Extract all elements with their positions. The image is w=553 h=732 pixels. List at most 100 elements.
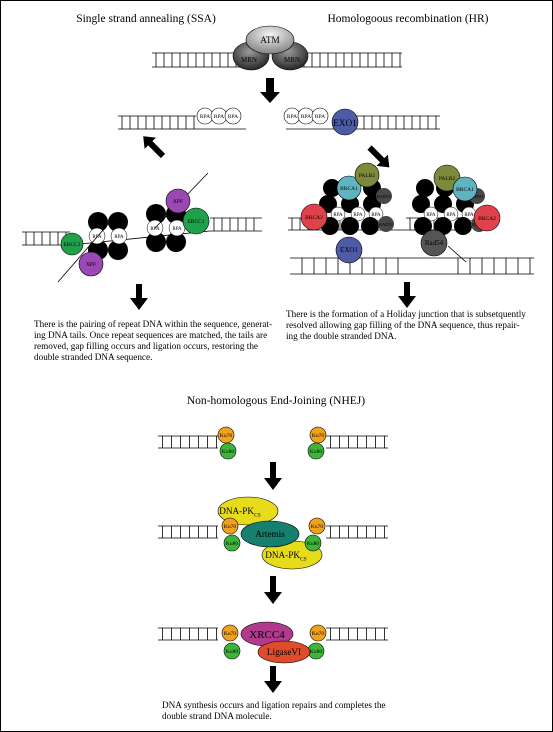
arrow-to-hr bbox=[367, 145, 390, 168]
mrn-label-right: MRN bbox=[284, 56, 300, 64]
rad52-label: RAD52 bbox=[415, 225, 431, 230]
rad52-label: RAD52 bbox=[457, 203, 473, 208]
rpa-label: RPA bbox=[287, 114, 297, 120]
ssa-caption-line: ing DNA tails. Once repeat sequences are… bbox=[34, 330, 267, 340]
ku80-label: Ku80 bbox=[226, 649, 238, 655]
rpa-coated-strand-left: RPA RPA RPA bbox=[196, 107, 242, 125]
rpa-label: RPA bbox=[92, 235, 102, 240]
exo1-nuclease bbox=[331, 108, 359, 136]
ercc1-label: ERCC1 bbox=[187, 219, 204, 225]
ku-heterodimer-right-1: Ku70 Ku80 bbox=[307, 426, 327, 460]
ku70-label: Ku70 bbox=[224, 631, 236, 637]
mrn-label-left: MRN bbox=[241, 56, 257, 64]
rad51-protein bbox=[376, 188, 392, 204]
rpa-protein bbox=[311, 107, 329, 125]
rad52-protein bbox=[166, 232, 186, 252]
rad51-protein bbox=[378, 216, 394, 232]
ku70-label: Ku70 bbox=[220, 433, 232, 439]
rpa-protein bbox=[443, 206, 459, 222]
arrow-down-hr bbox=[398, 282, 416, 308]
ssa-caption-line: There is the pairing of repeat DNA withi… bbox=[34, 319, 272, 329]
ssa-heading: Single strand annealing (SSA) bbox=[76, 13, 216, 25]
palb2-label: PALB2 bbox=[439, 176, 456, 182]
rad52-protein bbox=[88, 212, 108, 232]
dna-pkcs-top bbox=[217, 496, 279, 526]
xpf-label: XPF bbox=[86, 262, 96, 268]
ercc1-protein-right bbox=[182, 207, 210, 235]
nhej-caption: DNA synthesis occurs and ligation repair… bbox=[162, 700, 386, 721]
dna-pkcs-label: DNA-PKCS bbox=[219, 506, 260, 519]
rad52-protein bbox=[454, 217, 472, 235]
ku70-label: Ku70 bbox=[224, 524, 236, 530]
dna-pkcs-name: DNA-PK bbox=[265, 550, 300, 560]
ercc1-label: ERCC1 bbox=[63, 242, 80, 248]
rad52-label: RAD52 bbox=[364, 203, 380, 208]
arrow-down-ssa bbox=[130, 284, 148, 310]
rad52-protein bbox=[146, 232, 166, 252]
dna-pkcs-subscript: CS bbox=[254, 513, 261, 519]
dna-pkcs-subscript: CS bbox=[300, 557, 307, 563]
rpa-protein bbox=[330, 206, 346, 222]
ssa-caption-line: double stranded DNA sequence. bbox=[34, 352, 152, 362]
ku80-label: Ku80 bbox=[310, 449, 322, 455]
palb2-protein-left bbox=[354, 162, 380, 188]
rad52-protein bbox=[414, 217, 432, 235]
rad52-protein bbox=[412, 195, 430, 213]
rad52-label: RAD52 bbox=[90, 249, 106, 254]
rad52-protein bbox=[341, 217, 359, 235]
brca1-protein-left bbox=[336, 175, 362, 201]
rad52-rpa-clusters: RAD52RAD52RAD52RAD52RPARPARAD52RAD52RAD5… bbox=[88, 204, 186, 260]
rpa-label: RPA bbox=[315, 114, 325, 120]
strand-invasion-line bbox=[447, 245, 467, 263]
ku-heterodimer-right-2: Ku70 Ku80 bbox=[304, 517, 326, 552]
rad52-label: RAD52 bbox=[322, 225, 338, 230]
ku-heterodimer-right-3: Ku70 Ku80 bbox=[307, 624, 327, 660]
hr-caption: There is the formation of a Holiday junc… bbox=[286, 309, 526, 341]
ku80-label: Ku80 bbox=[226, 541, 238, 547]
rad52-label: RAD52 bbox=[435, 203, 451, 208]
rpa-protein bbox=[224, 107, 242, 125]
brca1-label: BRCA1 bbox=[340, 186, 358, 192]
ku70-label: Ku70 bbox=[312, 433, 324, 439]
rad52-protein bbox=[416, 179, 434, 197]
ercc1-protein-left bbox=[60, 232, 84, 256]
rpa-label: RPA bbox=[214, 114, 224, 120]
rpa-label: RPA bbox=[426, 213, 436, 218]
rpa-label: RPA bbox=[114, 235, 124, 240]
dna-pkcs-name: DNA-PK bbox=[219, 506, 254, 516]
hr-caption-line: ing the double stranded DNA. bbox=[286, 331, 396, 341]
ku70-label: Ku70 bbox=[311, 524, 323, 530]
rad51-label: RAD51 bbox=[470, 194, 484, 199]
ssa-caption-line: removed, gap filling occurs and ligation… bbox=[34, 341, 258, 351]
rad52-label: RAD52 bbox=[455, 225, 471, 230]
nhej-heading: Non-homologous End-Joining (NHEJ) bbox=[187, 395, 365, 407]
rad52-label: RAD52 bbox=[435, 225, 451, 230]
rad52-label: RAD52 bbox=[148, 241, 164, 246]
dna-pkcs-label: DNA-PKCS bbox=[265, 550, 306, 563]
rad52-protein bbox=[108, 240, 128, 260]
rad52-protein bbox=[108, 212, 128, 232]
hr-heading: Homologoous recombination (HR) bbox=[328, 13, 489, 25]
rpa-label: RPA bbox=[464, 213, 474, 218]
ku80-label: Ku80 bbox=[307, 541, 319, 547]
rad52-label: RAD52 bbox=[148, 213, 164, 218]
arrow-to-ssa bbox=[143, 136, 166, 159]
rad52-label: RAD52 bbox=[320, 203, 336, 208]
atm-label: ATM bbox=[260, 35, 279, 45]
rpa-label: RPA bbox=[371, 213, 381, 218]
ssa-caption: There is the pairing of repeat DNA withi… bbox=[34, 319, 272, 362]
rpa-label: RPA bbox=[228, 114, 238, 120]
ligase-label: LigaseVI bbox=[267, 647, 301, 657]
rad52-label: RAD52 bbox=[362, 225, 378, 230]
exo1-protein-hr bbox=[335, 236, 363, 264]
ku-heterodimer-left-2: Ku70 Ku80 bbox=[221, 517, 241, 552]
brca2-label: BRCA2 bbox=[305, 215, 323, 221]
brca2-label: BRCA2 bbox=[478, 216, 496, 222]
brca1-label: BRCA1 bbox=[456, 187, 474, 193]
rad51-label: RAD51 bbox=[377, 194, 391, 199]
rad51-label: RAD51 bbox=[379, 222, 393, 227]
rpa-label: RPA bbox=[446, 213, 456, 218]
rpa-label: RPA bbox=[172, 227, 182, 232]
